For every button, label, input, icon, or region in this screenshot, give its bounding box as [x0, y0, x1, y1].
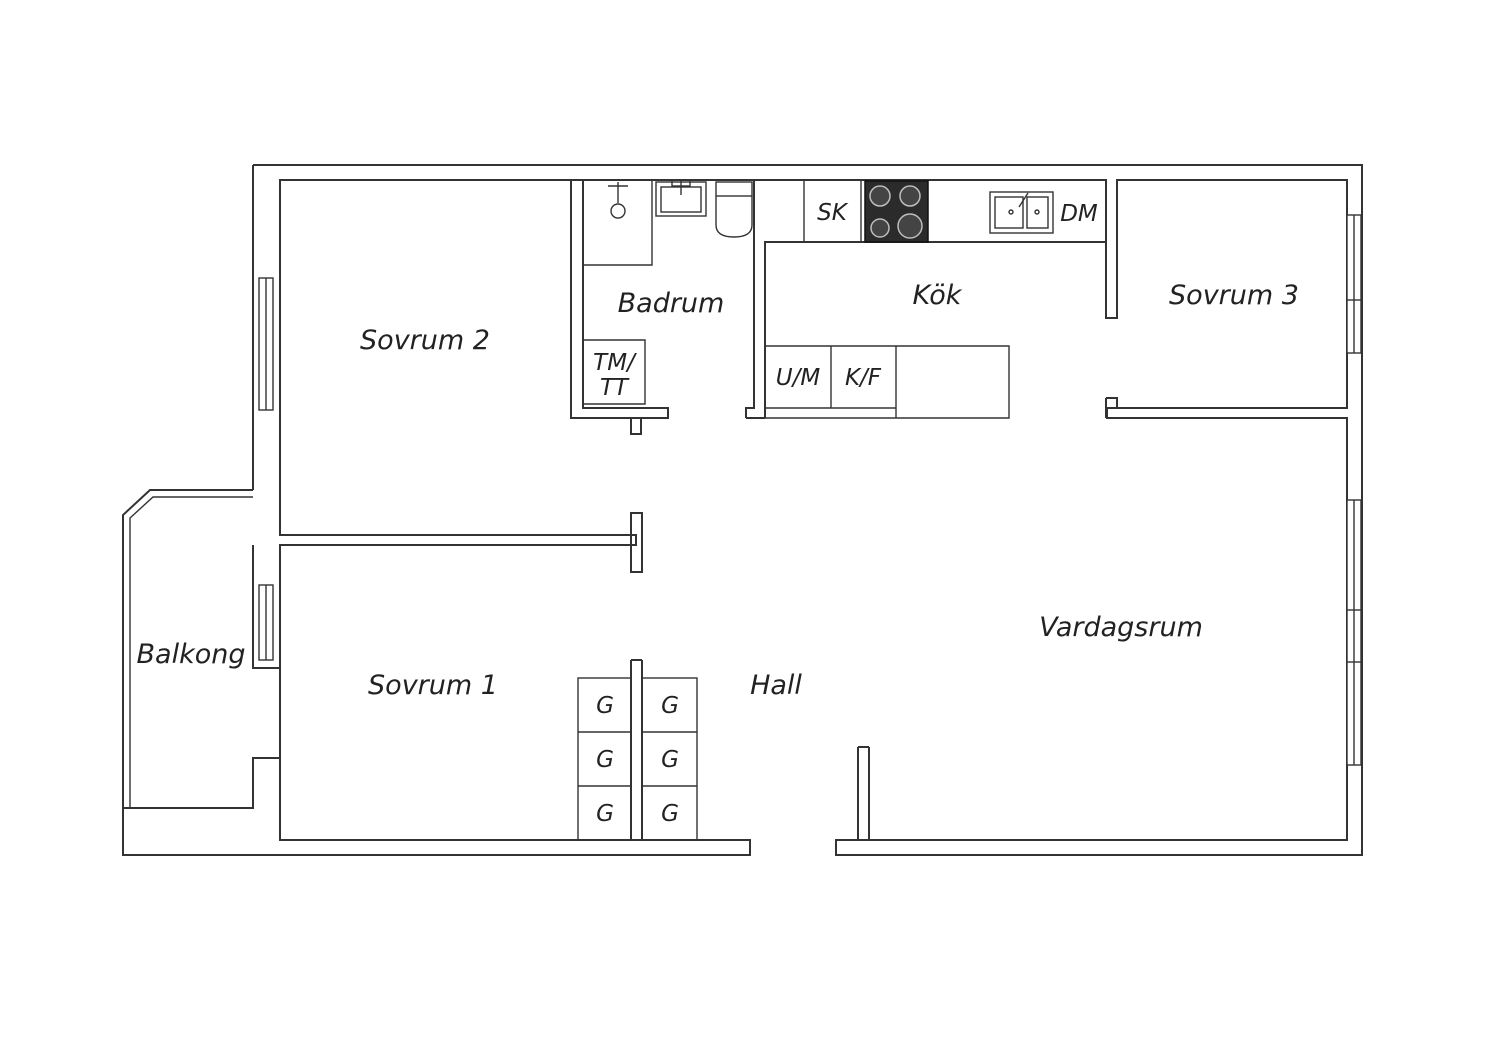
label-tm-line1: TM/	[593, 350, 637, 376]
label-badrum: Badrum	[618, 288, 725, 319]
label-wardrobe-2: G	[596, 747, 614, 773]
label-sovrum2: Sovrum 2	[360, 325, 490, 356]
label-wardrobe-1: G	[596, 693, 614, 719]
kitchen-walls	[764, 180, 1118, 419]
windows	[258, 214, 1362, 766]
wardrobes	[577, 677, 698, 841]
label-dm: DM	[1060, 201, 1098, 227]
outer-walls	[122, 164, 1363, 856]
label-balkong: Balkong	[137, 639, 246, 670]
label-wardrobe-6: G	[661, 801, 679, 827]
toilet-icon	[715, 181, 753, 238]
label-vardagsrum: Vardagsrum	[1039, 612, 1203, 643]
stove-icon	[864, 180, 929, 243]
shower-icon	[608, 182, 628, 219]
label-kf: K/F	[845, 365, 882, 391]
kitchen-sink-icon	[989, 191, 1054, 234]
bathroom-walls	[570, 180, 765, 435]
sink-icon	[655, 179, 707, 217]
label-sk: SK	[817, 200, 849, 226]
balcony	[122, 489, 253, 855]
label-wardrobe-4: G	[661, 693, 679, 719]
label-um: U/M	[776, 365, 821, 391]
label-wardrobe-3: G	[596, 801, 614, 827]
label-tm-line2: TT	[600, 375, 630, 401]
label-sovrum1: Sovrum 1	[368, 670, 498, 701]
label-kok: Kök	[913, 280, 963, 311]
label-sovrum3: Sovrum 3	[1169, 280, 1299, 311]
label-wardrobe-5: G	[661, 747, 679, 773]
label-hall: Hall	[750, 670, 802, 701]
